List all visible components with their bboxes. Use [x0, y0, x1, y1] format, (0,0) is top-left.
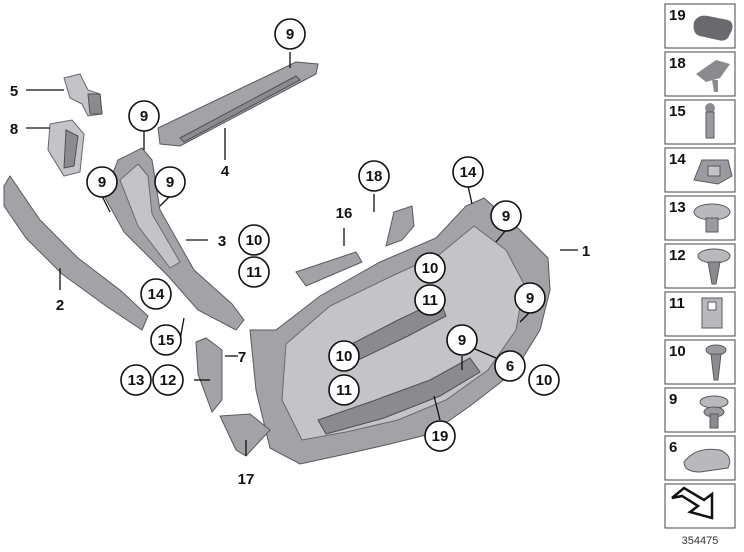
svg-text:18: 18: [669, 55, 686, 72]
legend-item-9: 9: [664, 387, 736, 433]
svg-text:14: 14: [460, 164, 477, 181]
svg-text:9: 9: [526, 290, 534, 307]
callout-1: 1: [582, 243, 590, 260]
callout-9-center-low: 9: [446, 324, 478, 356]
svg-text:9: 9: [458, 332, 466, 349]
stud-icon: [705, 103, 715, 113]
part-1-tailgate-trim: [249, 197, 551, 465]
svg-text:12: 12: [669, 247, 686, 264]
callout-10-right: 10: [528, 364, 560, 396]
legend-item-12: 12: [664, 243, 736, 289]
callout-14-left: 14: [140, 278, 172, 310]
legend-item-6: 6: [664, 435, 736, 481]
svg-text:13: 13: [669, 199, 686, 216]
callout-3: 3: [218, 233, 226, 250]
callout-9-pillar-top: 9: [128, 100, 160, 132]
callout-13: 13: [120, 364, 152, 396]
plug-icon: [693, 15, 733, 41]
part-7-wedge: [195, 337, 223, 413]
callout-17: 17: [238, 471, 255, 488]
callout-14-right: 14: [452, 156, 484, 188]
svg-text:9: 9: [286, 26, 294, 43]
expansion-rivet-icon: [699, 395, 729, 409]
part-2-side-trim: [3, 175, 149, 331]
svg-text:15: 15: [158, 332, 175, 349]
screw-head-icon: [697, 248, 731, 264]
arrow-icon: [671, 486, 714, 520]
legend-item-18: 18: [664, 51, 736, 97]
callout-18: 18: [358, 160, 390, 192]
callout-16: 16: [336, 205, 353, 222]
svg-text:13: 13: [128, 372, 145, 389]
svg-text:10: 10: [536, 372, 553, 389]
svg-text:11: 11: [336, 382, 352, 399]
part-8-bracket: [47, 119, 85, 177]
callout-9-pillar-right: 9: [154, 166, 186, 198]
part-4-top-strip: [157, 61, 319, 147]
diagram-number: 354475: [682, 535, 719, 547]
part-5-duct: [63, 73, 103, 117]
svg-text:9: 9: [140, 108, 148, 125]
part-3-pillar-trim: [103, 147, 245, 331]
callout-10-pillar: 10: [238, 224, 270, 256]
legend-item-19: 19: [664, 3, 736, 49]
svg-text:18: 18: [366, 168, 383, 185]
callout-9-right-mid: 9: [514, 282, 546, 314]
svg-text:10: 10: [669, 343, 686, 360]
callout-11-pillar: 11: [238, 256, 270, 288]
callout-8: 8: [10, 121, 18, 138]
svg-text:11: 11: [246, 264, 262, 281]
svg-text:10: 10: [336, 348, 353, 365]
callout-5: 5: [10, 83, 18, 100]
callout-9-top: 9: [274, 18, 306, 50]
callout-11-bottom: 11: [328, 374, 360, 406]
svg-text:6: 6: [506, 358, 514, 375]
svg-text:19: 19: [432, 428, 449, 445]
callout-10-bottom: 10: [328, 340, 360, 372]
legend-item-11: 11: [664, 291, 736, 337]
legend-orientation-box: [664, 483, 736, 529]
part-18-handle: [385, 205, 415, 247]
cover-cap-icon: [683, 448, 731, 473]
svg-text:9: 9: [502, 208, 510, 225]
expanding-nut-icon: [701, 297, 723, 329]
svg-text:10: 10: [246, 232, 263, 249]
part-17-cover: [219, 413, 271, 457]
callout-10-center: 10: [414, 252, 446, 284]
svg-text:9: 9: [98, 174, 106, 191]
callout-2: 2: [56, 297, 64, 314]
callout-9-pillar-left: 9: [86, 166, 118, 198]
callout-15: 15: [150, 324, 182, 356]
part-16-panel: [295, 251, 363, 287]
callout-11-center: 11: [414, 284, 446, 316]
svg-text:6: 6: [669, 439, 677, 456]
legend-panel: 19 18 15 14 13: [664, 3, 736, 529]
callout-6: 6: [494, 350, 526, 382]
legend-item-10: 10: [664, 339, 736, 385]
legend-item-14: 14: [664, 147, 736, 193]
svg-text:9: 9: [669, 391, 677, 408]
svg-text:11: 11: [422, 292, 438, 309]
legend-item-13: 13: [664, 195, 736, 241]
callout-4: 4: [221, 163, 230, 180]
svg-text:14: 14: [669, 151, 686, 168]
legend-item-15: 15: [664, 99, 736, 145]
callout-9-right-top: 9: [490, 200, 522, 232]
svg-text:11: 11: [669, 295, 685, 312]
svg-text:12: 12: [160, 372, 177, 389]
svg-text:19: 19: [669, 7, 686, 24]
svg-text:9: 9: [166, 174, 174, 191]
svg-text:14: 14: [148, 286, 165, 303]
svg-text:10: 10: [422, 260, 439, 277]
callout-7: 7: [238, 349, 246, 366]
callout-12: 12: [152, 364, 184, 396]
clip-icon: [696, 60, 730, 92]
svg-text:15: 15: [669, 103, 686, 120]
callout-19: 19: [424, 420, 456, 452]
